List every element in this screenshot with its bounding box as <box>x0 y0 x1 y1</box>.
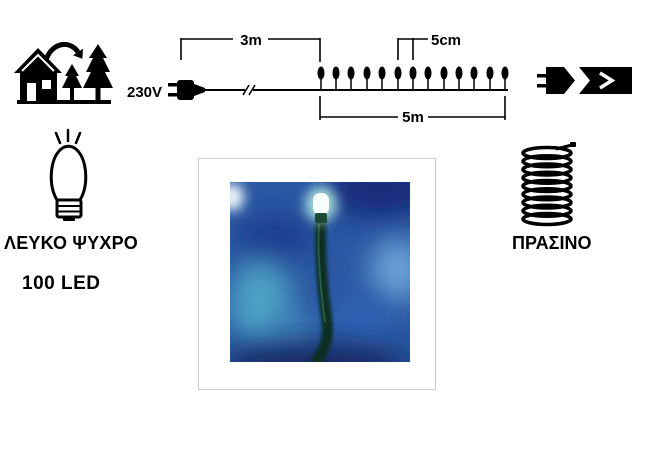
photo-bokeh <box>370 238 410 302</box>
small-tree-trunk <box>70 88 74 100</box>
photo-bokeh <box>330 297 390 347</box>
voltage-label: 230V <box>127 84 162 101</box>
lit-length-dimension: 5m <box>319 96 506 126</box>
led-bulb <box>440 66 448 80</box>
house-door <box>27 83 36 101</box>
bulb-base <box>55 198 83 219</box>
coil-loop <box>521 162 573 177</box>
photo-cable <box>309 215 333 362</box>
led-bulb <box>470 66 478 80</box>
coil-loop <box>521 195 573 210</box>
led-bulb <box>378 66 386 80</box>
plug-prong <box>168 93 178 97</box>
product-photo <box>230 182 410 362</box>
led-bulb <box>317 66 325 80</box>
led-spacing-label: 5cm <box>431 32 461 49</box>
large-tree <box>83 44 113 88</box>
led-bulb <box>332 66 340 80</box>
lead-length-dimension: 3m <box>180 32 321 62</box>
lit-length-label: 5m <box>402 109 424 126</box>
cable-break-mark <box>248 84 256 96</box>
bulb-tip <box>63 217 75 221</box>
power-plug-icon <box>168 80 205 100</box>
end-connector-icon <box>537 67 632 94</box>
photo-led-socket <box>315 213 327 223</box>
photo-bokeh <box>325 182 410 218</box>
led-spacing-dimension: 5cm <box>397 32 461 60</box>
photo-led <box>313 193 329 215</box>
photo-bokeh <box>235 215 315 259</box>
connector-prong <box>537 84 547 88</box>
photo-light-spot <box>230 183 244 211</box>
led-bulb <box>486 66 494 80</box>
led-count-label: 100 LED <box>22 273 101 294</box>
photo-bokeh <box>265 314 315 350</box>
led-bulb <box>455 66 463 80</box>
cable-color-label: ΠΡΑΣΙΝΟ <box>512 233 592 253</box>
curved-arrow <box>43 42 81 61</box>
led-bulb <box>424 66 432 80</box>
light-ray <box>54 131 62 145</box>
house-window <box>42 80 51 89</box>
cable-break-mark <box>242 84 250 96</box>
light-ray <box>74 131 82 145</box>
led-bulb <box>363 66 371 80</box>
coil-loop <box>521 178 573 194</box>
connector-arrow <box>599 71 616 90</box>
small-tree <box>62 64 82 88</box>
coil-loop <box>521 145 573 161</box>
bulb-glass <box>49 144 88 202</box>
coil-loop <box>521 203 573 219</box>
led-bulbs <box>317 66 509 90</box>
lead-length-label: 3m <box>240 32 262 49</box>
plug-body <box>177 80 194 100</box>
coil-loop <box>521 211 573 227</box>
cable-tip <box>570 142 576 147</box>
large-tree-trunk <box>95 88 101 100</box>
connector-plug-body <box>546 67 575 94</box>
photo-cable-highlight <box>317 223 326 323</box>
led-bulb <box>347 66 355 80</box>
plug-prong <box>168 83 178 87</box>
led-bulb <box>394 66 402 80</box>
led-bulb-icon <box>49 128 88 221</box>
led-bulb <box>501 66 509 80</box>
connector-prong <box>537 74 547 78</box>
coil-loop <box>521 170 573 186</box>
product-photo-frame <box>198 158 436 390</box>
coil-loop <box>521 187 573 202</box>
led-bulb <box>409 66 417 80</box>
house-roof-line <box>21 53 55 72</box>
coil-loop <box>521 154 573 169</box>
light-color-label: ΛΕΥΚΟ ΨΥΧΡΟ <box>4 233 138 253</box>
arrow-head <box>73 48 83 59</box>
coiled-cable-icon <box>521 142 576 227</box>
ground-line <box>17 100 111 104</box>
plug-strain-relief <box>194 84 205 96</box>
indoor-outdoor-icon <box>14 42 113 104</box>
connector-socket-body <box>579 67 632 94</box>
